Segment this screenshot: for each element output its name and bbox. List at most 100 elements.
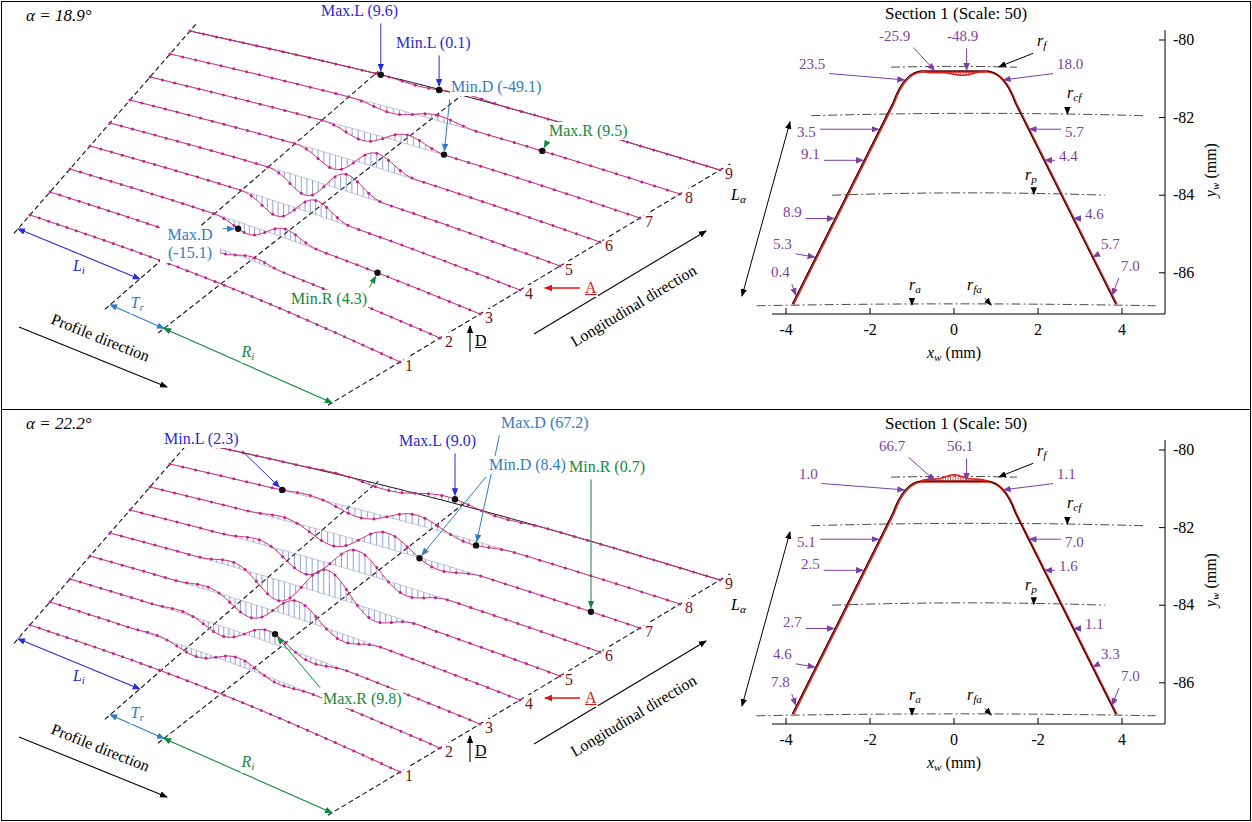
measure-point <box>151 192 154 195</box>
measure-point <box>508 284 511 287</box>
measure-point <box>314 199 317 202</box>
measure-point <box>340 553 343 556</box>
measure-point <box>652 558 655 561</box>
measure-point <box>613 547 616 550</box>
measure-point <box>552 224 555 227</box>
axis-line <box>1165 30 1166 314</box>
deviation-value: 4.4 <box>1058 148 1079 165</box>
measure-point <box>399 591 402 594</box>
length-label: Lα <box>730 186 747 206</box>
measure-point <box>457 228 460 231</box>
measure-point <box>185 494 188 497</box>
axis-tick <box>1159 195 1165 196</box>
callout-dot <box>378 72 384 78</box>
section-arrow <box>545 697 580 698</box>
measure-point <box>314 615 317 618</box>
measure-point <box>479 313 482 316</box>
leader-line <box>1030 539 1062 540</box>
measure-point <box>533 524 536 527</box>
measure-point <box>129 509 132 512</box>
measure-point <box>132 157 135 160</box>
measure-point <box>414 492 417 495</box>
measure-point <box>430 565 433 568</box>
measure-point <box>222 217 225 220</box>
deviation-hatch <box>335 575 336 598</box>
measure-point <box>158 669 161 672</box>
measure-point <box>142 160 145 163</box>
measure-point <box>357 228 360 231</box>
measure-point <box>186 269 189 272</box>
deviation-hatch <box>251 604 252 618</box>
measure-point <box>481 200 484 203</box>
callout-label: Min.R (0.7) <box>568 458 646 476</box>
callout-label: Min.R (4.3) <box>290 290 368 308</box>
deviation-hatch <box>395 537 396 551</box>
measure-point <box>525 252 528 255</box>
measure-point <box>679 566 682 569</box>
measure-point <box>289 182 292 185</box>
deviation-hatch <box>359 551 360 572</box>
measure-point <box>366 677 369 680</box>
measure-point <box>468 718 471 721</box>
measure-point <box>228 185 231 188</box>
measure-point <box>315 323 318 326</box>
measure-point <box>284 228 287 231</box>
measure-point <box>297 725 300 728</box>
measure-point <box>239 610 242 613</box>
measure-point <box>161 605 164 608</box>
measure-point <box>89 584 92 587</box>
measure-point <box>389 356 392 359</box>
measure-point <box>296 83 299 86</box>
measure-point <box>49 601 52 604</box>
callout-dot <box>279 487 285 493</box>
measure-point <box>407 284 410 287</box>
line-number: 3 <box>484 719 494 737</box>
deviation-hatch <box>448 497 449 502</box>
measure-point <box>406 134 409 137</box>
measure-point <box>271 513 274 516</box>
leader-line <box>1093 665 1097 667</box>
measure-point <box>577 606 580 609</box>
measure-point <box>469 642 472 645</box>
radius-label: rp <box>1024 166 1038 186</box>
measure-point <box>443 570 446 573</box>
measure-point <box>207 179 210 182</box>
callout-label: Max.R (9.5) <box>548 122 629 140</box>
measure-point <box>99 587 102 590</box>
measure-point <box>241 701 244 704</box>
measure-point <box>390 650 393 653</box>
measure-point <box>614 618 617 621</box>
measure-point <box>241 291 244 294</box>
axis-line <box>1165 440 1166 724</box>
measure-point <box>93 236 96 239</box>
measure-point <box>639 555 642 558</box>
measure-point <box>560 531 563 534</box>
measure-point <box>127 216 130 219</box>
leader-line <box>223 228 234 229</box>
measure-point <box>411 248 414 251</box>
measure-point <box>347 512 350 515</box>
measure-point <box>371 758 374 761</box>
measure-point <box>462 540 465 543</box>
measure-point <box>325 627 328 630</box>
region-label: Tr <box>130 294 145 314</box>
measure-point <box>332 545 335 548</box>
measure-point <box>146 222 149 225</box>
leader-line <box>792 284 796 295</box>
deviation-hatch <box>280 228 281 236</box>
measure-point <box>366 267 369 270</box>
measure-point <box>156 225 159 228</box>
measure-point <box>274 227 277 230</box>
line-number: 5 <box>564 671 574 689</box>
measure-point <box>476 272 479 275</box>
measure-point <box>253 234 256 237</box>
measure-point <box>454 674 457 677</box>
measure-point <box>247 510 250 513</box>
measure-point <box>282 602 285 605</box>
deviation-hatch <box>315 528 316 536</box>
deviation-hatch <box>306 179 307 196</box>
measure-point <box>526 555 529 558</box>
measure-point <box>245 480 248 483</box>
measure-point <box>666 562 669 565</box>
measure-point <box>273 681 276 684</box>
